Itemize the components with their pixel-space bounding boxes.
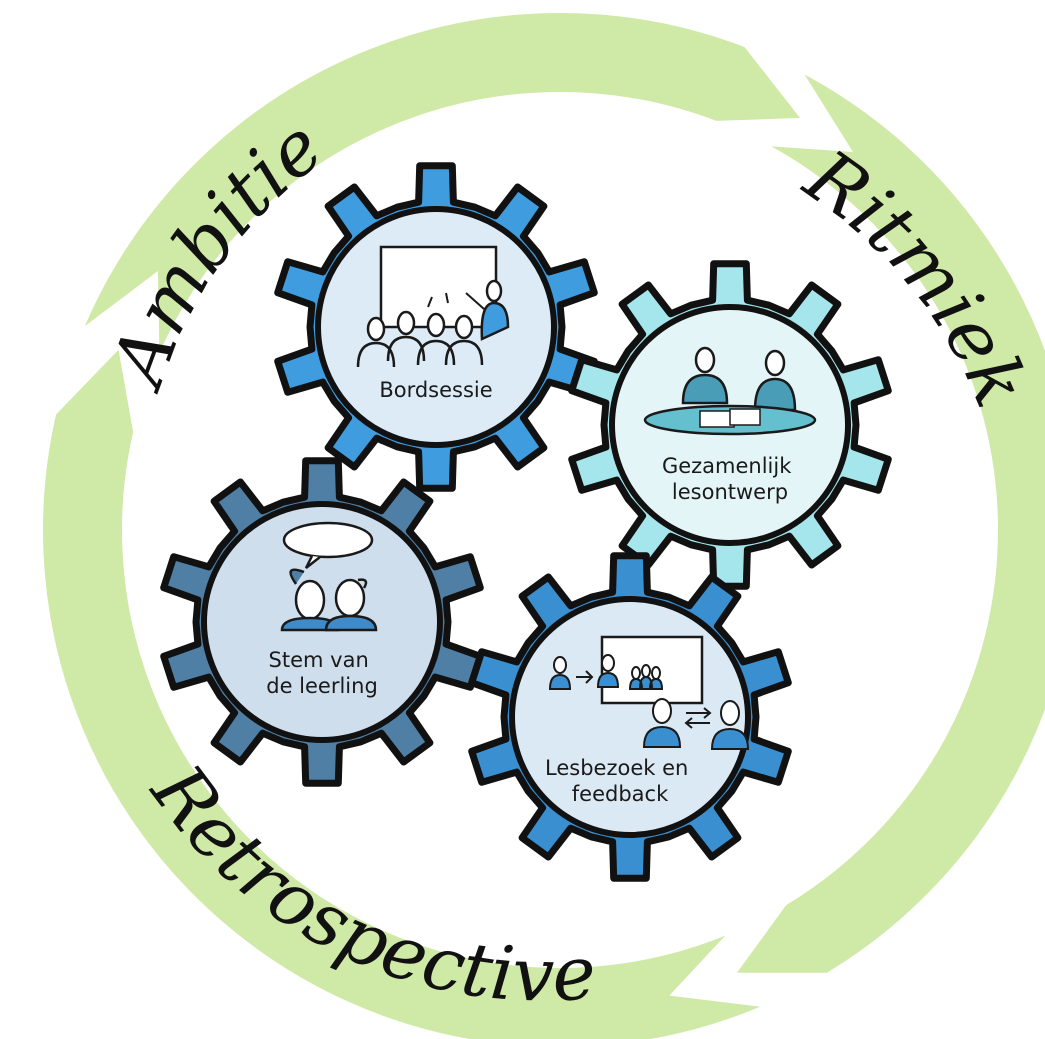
gear-label-stem-van-de-leerling: Stem van de leerling: [266, 648, 378, 698]
gear-stem-van-de-leerling: Stem van de leerling: [160, 457, 484, 787]
gear-label-gezamenlijk-lesontwerp: Gezamenlijk lesontwerp: [662, 454, 798, 504]
gear-bordsessie: Bordsessie: [274, 162, 598, 492]
gear-lesbezoek-en-feedback: Lesbezoek en feedback: [468, 552, 792, 882]
student-voice-icon: [280, 521, 378, 632]
cycle-arrow-segment: [71, 7, 812, 369]
gear-label-bordsessie: Bordsessie: [379, 378, 492, 402]
whiteboard-session-icon: [356, 245, 510, 368]
cycle-ring: [37, 7, 1045, 1039]
cycle-arrow-segment: [725, 59, 1045, 979]
cycle-arrow-segment: [37, 337, 783, 1039]
gear-cog: [468, 552, 792, 882]
lesson-visit-feedback-icon: [548, 635, 750, 750]
gear-label-lesbezoek-en-feedback: Lesbezoek en feedback: [545, 756, 695, 806]
shared-lesson-design-icon: [643, 346, 817, 436]
gear-gezamenlijk-lesontwerp: Gezamenlijk lesontwerp: [568, 260, 892, 590]
